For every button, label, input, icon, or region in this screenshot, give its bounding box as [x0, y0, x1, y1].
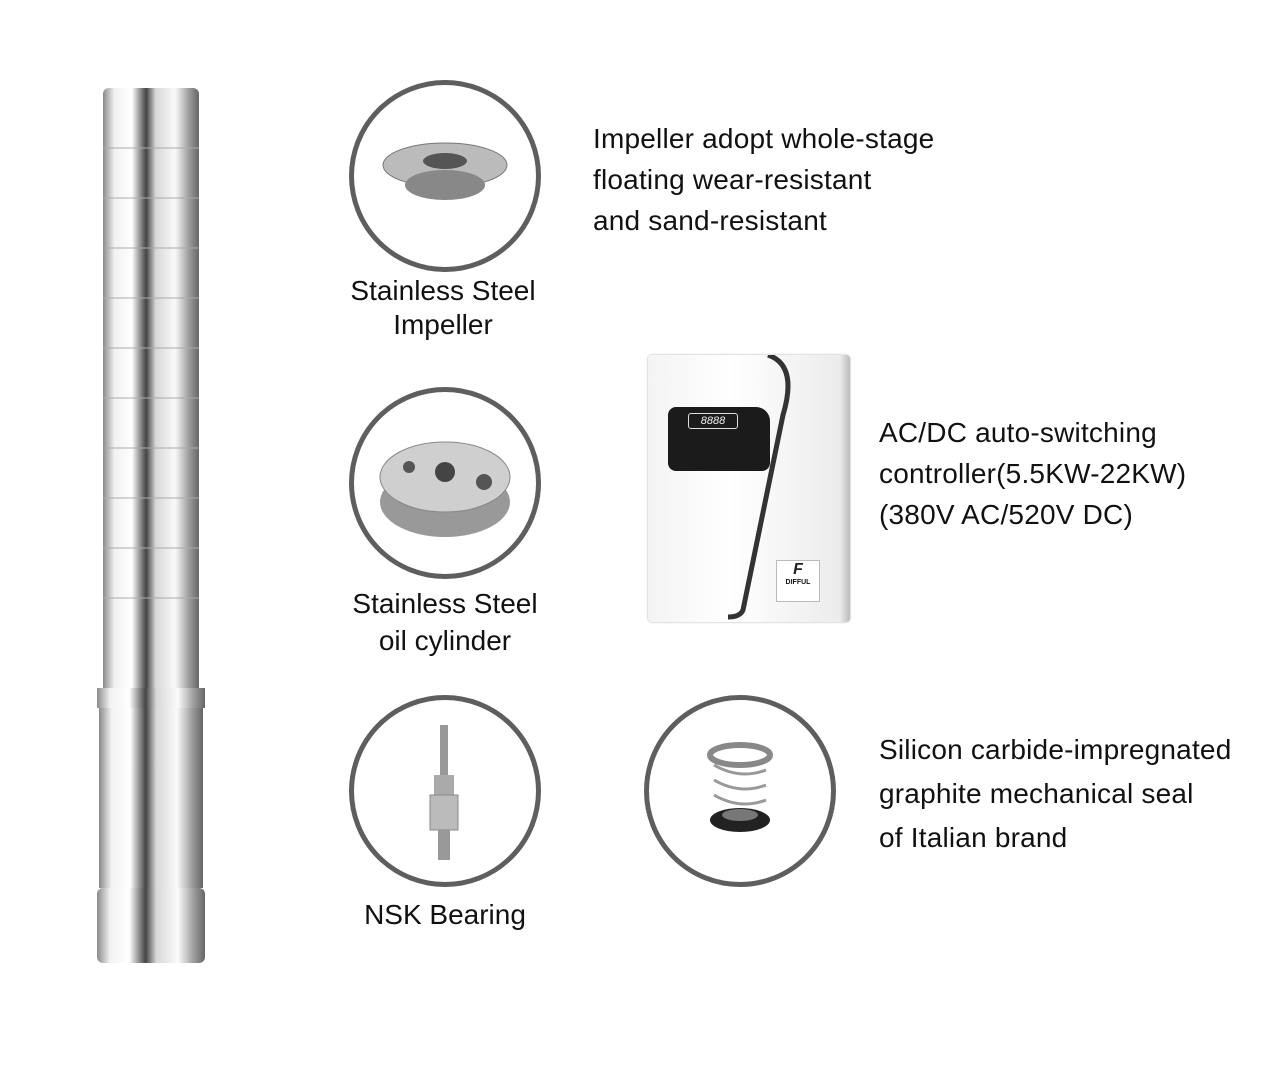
control-panel: 8888: [668, 407, 770, 471]
desc-line: controller(5.5KW-22KW): [879, 458, 1187, 489]
oil-cylinder-image: [379, 441, 511, 537]
impeller-circle: [349, 80, 541, 272]
caption-line: Stainless Steel: [352, 588, 538, 619]
bearing-image: [429, 725, 459, 860]
logo-icon: F: [793, 561, 803, 578]
caption-line: Impeller: [393, 309, 493, 340]
oil-cylinder-circle: [349, 387, 541, 579]
bearing-caption: NSK Bearing: [364, 899, 526, 930]
digital-display: 8888: [688, 413, 738, 429]
seal-description: Silicon carbide-impregnated graphite mec…: [879, 728, 1231, 860]
mechanical-seal-circle: [644, 695, 836, 887]
bearing-circle: [349, 695, 541, 887]
impeller-image: [382, 142, 508, 200]
oil-cylinder-caption: Stainless Steel oil cylinder: [315, 587, 575, 658]
desc-line: Impeller adopt whole-stage: [593, 123, 935, 154]
desc-line: of Italian brand: [879, 822, 1068, 853]
controller-description: AC/DC auto-switching controller(5.5KW-22…: [879, 412, 1186, 535]
desc-line: floating wear-resistant: [593, 164, 872, 195]
caption-line: oil cylinder: [378, 625, 512, 656]
impeller-caption: Stainless Steel Impeller: [313, 274, 573, 342]
brand-logo: F DIFFUL: [776, 560, 820, 602]
desc-line: Silicon carbide-impregnated: [879, 734, 1232, 765]
mechanical-seal-image: [707, 742, 773, 832]
brand-name: DIFFUL: [785, 579, 811, 586]
controller-stripe: [727, 355, 791, 620]
controller-image: 8888 F DIFFUL: [648, 355, 850, 622]
submersible-pump-image: [97, 88, 205, 963]
impeller-description: Impeller adopt whole-stage floating wear…: [593, 118, 934, 241]
desc-line: AC/DC auto-switching: [879, 417, 1157, 448]
desc-line: and sand-resistant: [593, 205, 827, 236]
caption-line: Stainless Steel: [350, 275, 536, 306]
desc-line: (380V AC/520V DC): [879, 499, 1133, 530]
desc-line: graphite mechanical seal: [879, 778, 1194, 809]
